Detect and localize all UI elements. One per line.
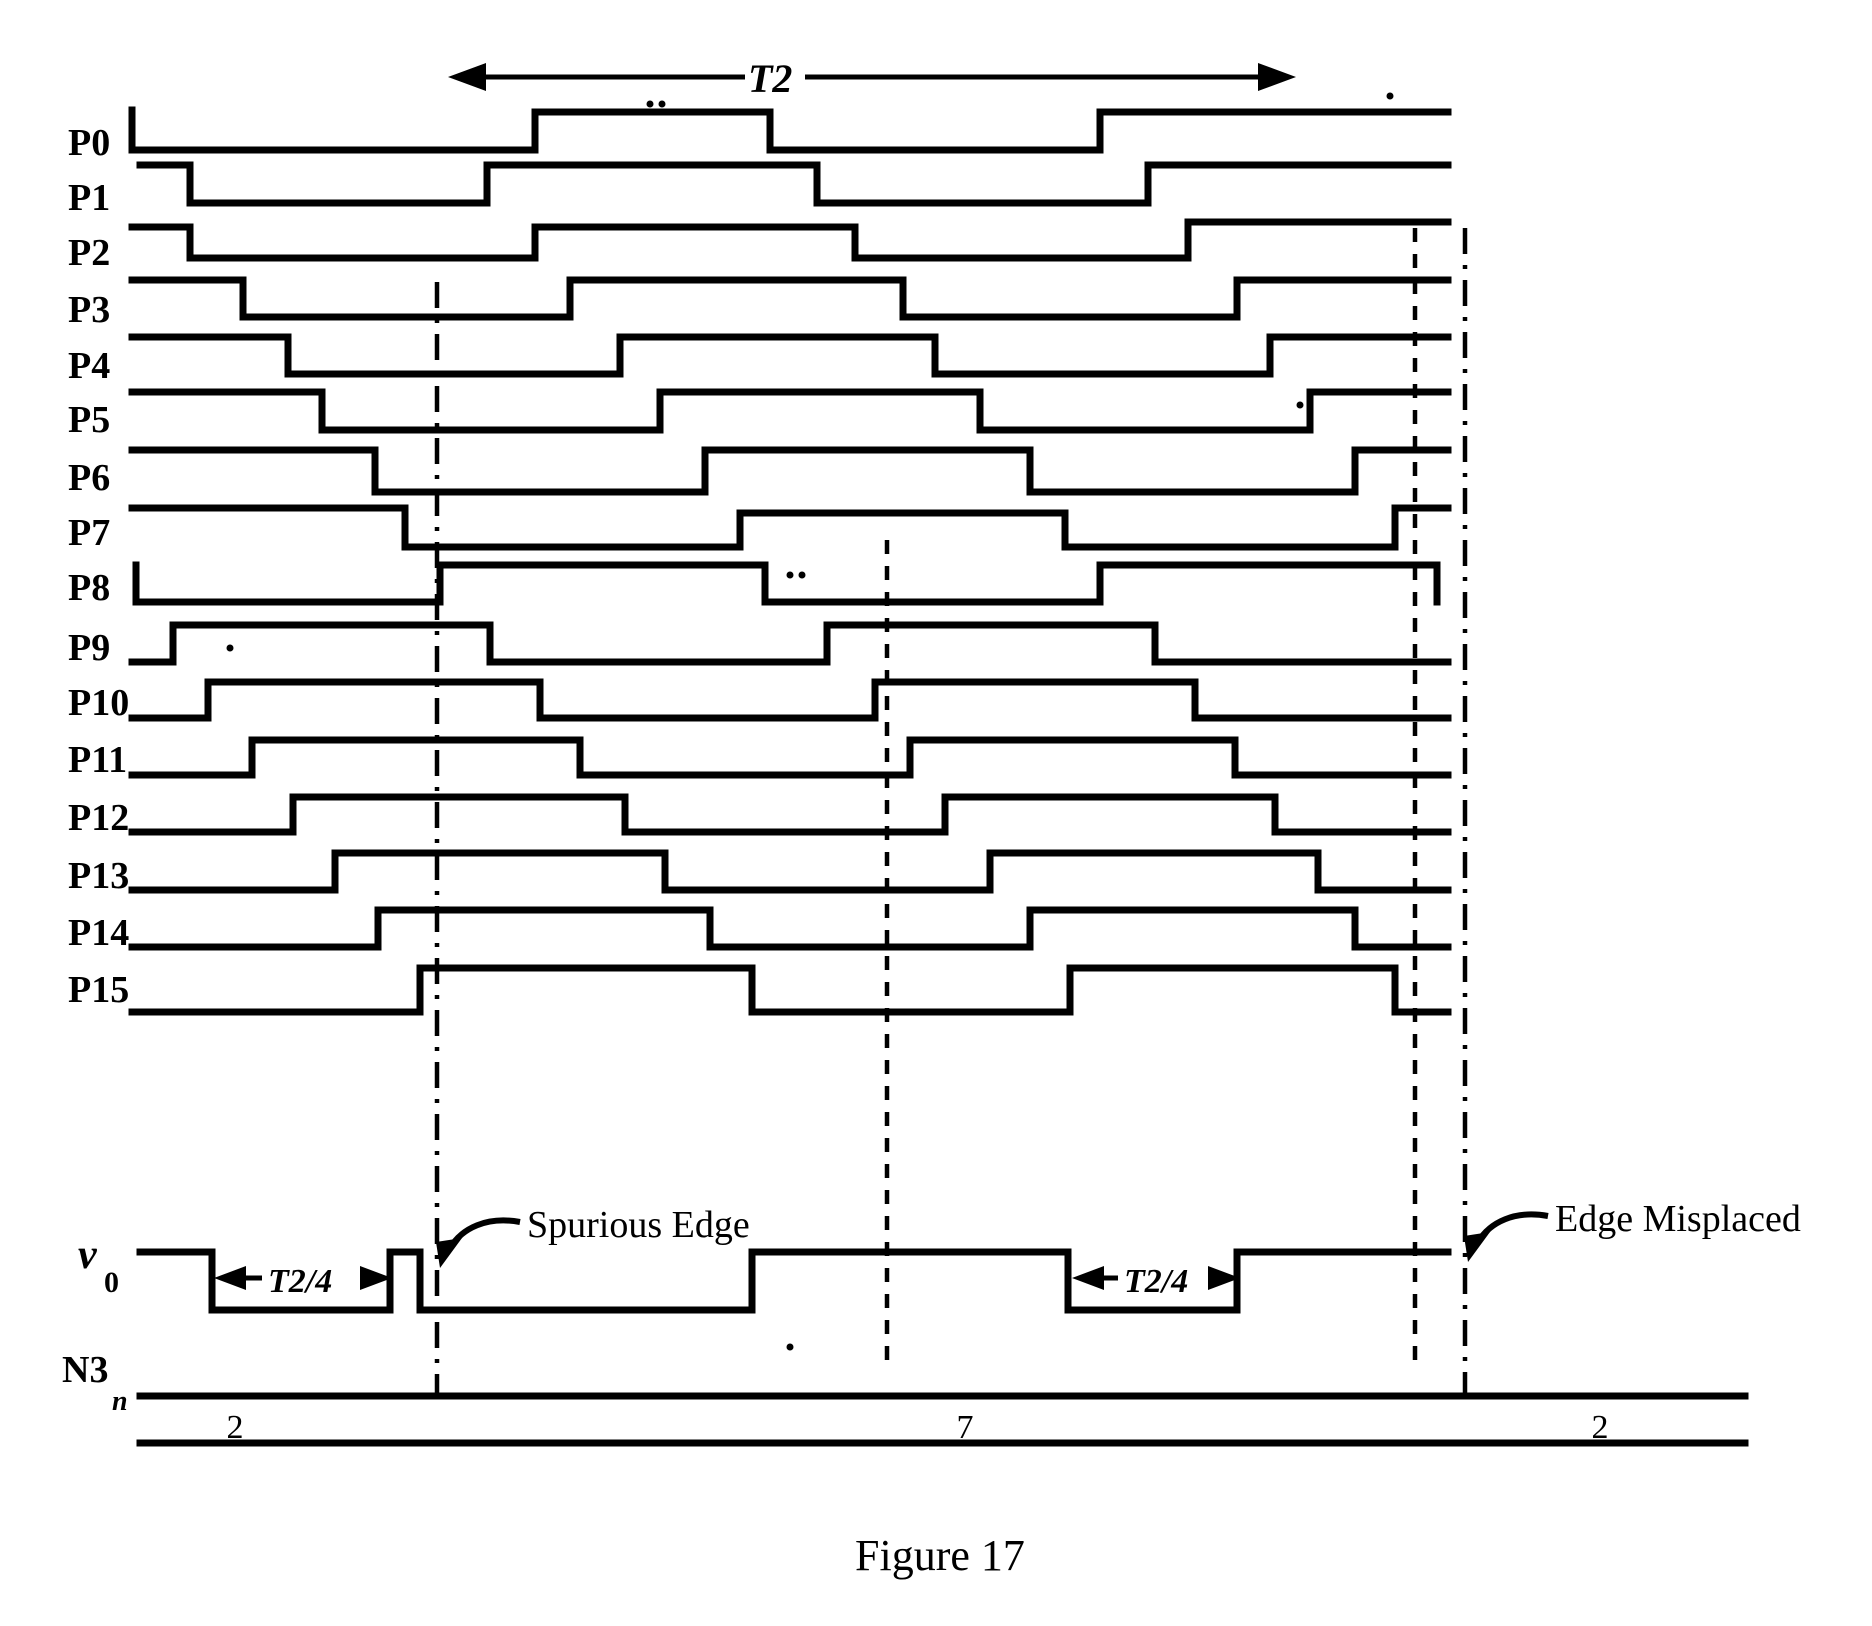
t2-quarter-left-label: T2/4 [268,1263,332,1300]
signal-label-p1: P1 [68,177,110,219]
t2-quarter-left-marker: T2/4 [214,1263,392,1300]
bus-value: 2 [1592,1409,1609,1446]
annotation-edge-misplaced-text: Edge Misplaced [1555,1198,1801,1240]
figure-caption: Figure 17 [855,1531,1025,1580]
signal-label-n3: N3 [62,1349,108,1391]
signal-label-p8: P8 [68,567,110,609]
t2-label: T2 [748,56,792,101]
signal-row-p10: P10 [68,678,1452,724]
signal-label-p3: P3 [68,289,110,331]
signal-row-p12: P12 [68,793,1452,839]
annotation-spurious-edge: Spurious Edge [436,1204,750,1268]
signal-row-p3: P3 [68,276,1452,331]
signal-label-v0: v [78,1232,98,1278]
signal-label-p13: P13 [68,855,129,897]
signal-label-p14: P14 [68,912,129,954]
signal-label-n3-subscript: n [112,1386,128,1417]
t2-quarter-right-label: T2/4 [1124,1263,1188,1300]
signal-row-p1: P1 [68,161,1452,219]
signal-row-p0: P0 [68,106,1452,164]
signal-row-p9: P9 [68,621,1452,669]
annotation-edge-misplaced: Edge Misplaced [1464,1198,1801,1262]
signal-label-v0-subscript: 0 [104,1266,119,1299]
signal-row-p4: P4 [68,333,1452,387]
signal-row-p14: P14 [68,906,1452,954]
signal-label-p15: P15 [68,969,129,1011]
signal-label-p11: P11 [68,739,127,781]
signal-label-p6: P6 [68,457,110,499]
signal-row-p8: P8 [68,561,1441,609]
annotation-spurious-edge-text: Spurious Edge [527,1204,750,1246]
signal-row-p15: P15 [68,964,1452,1016]
signal-row-v0: v 0 T2/4 T2/4 [78,1232,1452,1314]
t2-quarter-right-marker: T2/4 [1072,1263,1240,1300]
signal-row-p11: P11 [68,736,1452,781]
scan-artifact-dots [226,92,1394,1351]
signal-label-p0: P0 [68,122,110,164]
signal-label-p5: P5 [68,399,110,441]
signal-label-p2: P2 [68,232,110,274]
t2-span-arrow: T2 [448,56,1296,101]
signal-label-p4: P4 [68,345,110,387]
vertical-guides [434,228,1468,1395]
signal-label-p10: P10 [68,682,129,724]
signal-row-bus-n3n: N3 n 2 7 2 [62,1349,1749,1447]
signal-row-p6: P6 [68,446,1452,499]
signal-row-p2: P2 [68,218,1452,274]
signal-row-p5: P5 [68,388,1452,441]
signal-row-p7: P7 [68,504,1452,554]
signal-label-p12: P12 [68,797,129,839]
bus-value: 7 [957,1409,974,1446]
signal-label-p7: P7 [68,512,110,554]
bus-value: 2 [227,1409,244,1446]
signal-label-p9: P9 [68,627,110,669]
signal-row-p13: P13 [68,849,1452,897]
